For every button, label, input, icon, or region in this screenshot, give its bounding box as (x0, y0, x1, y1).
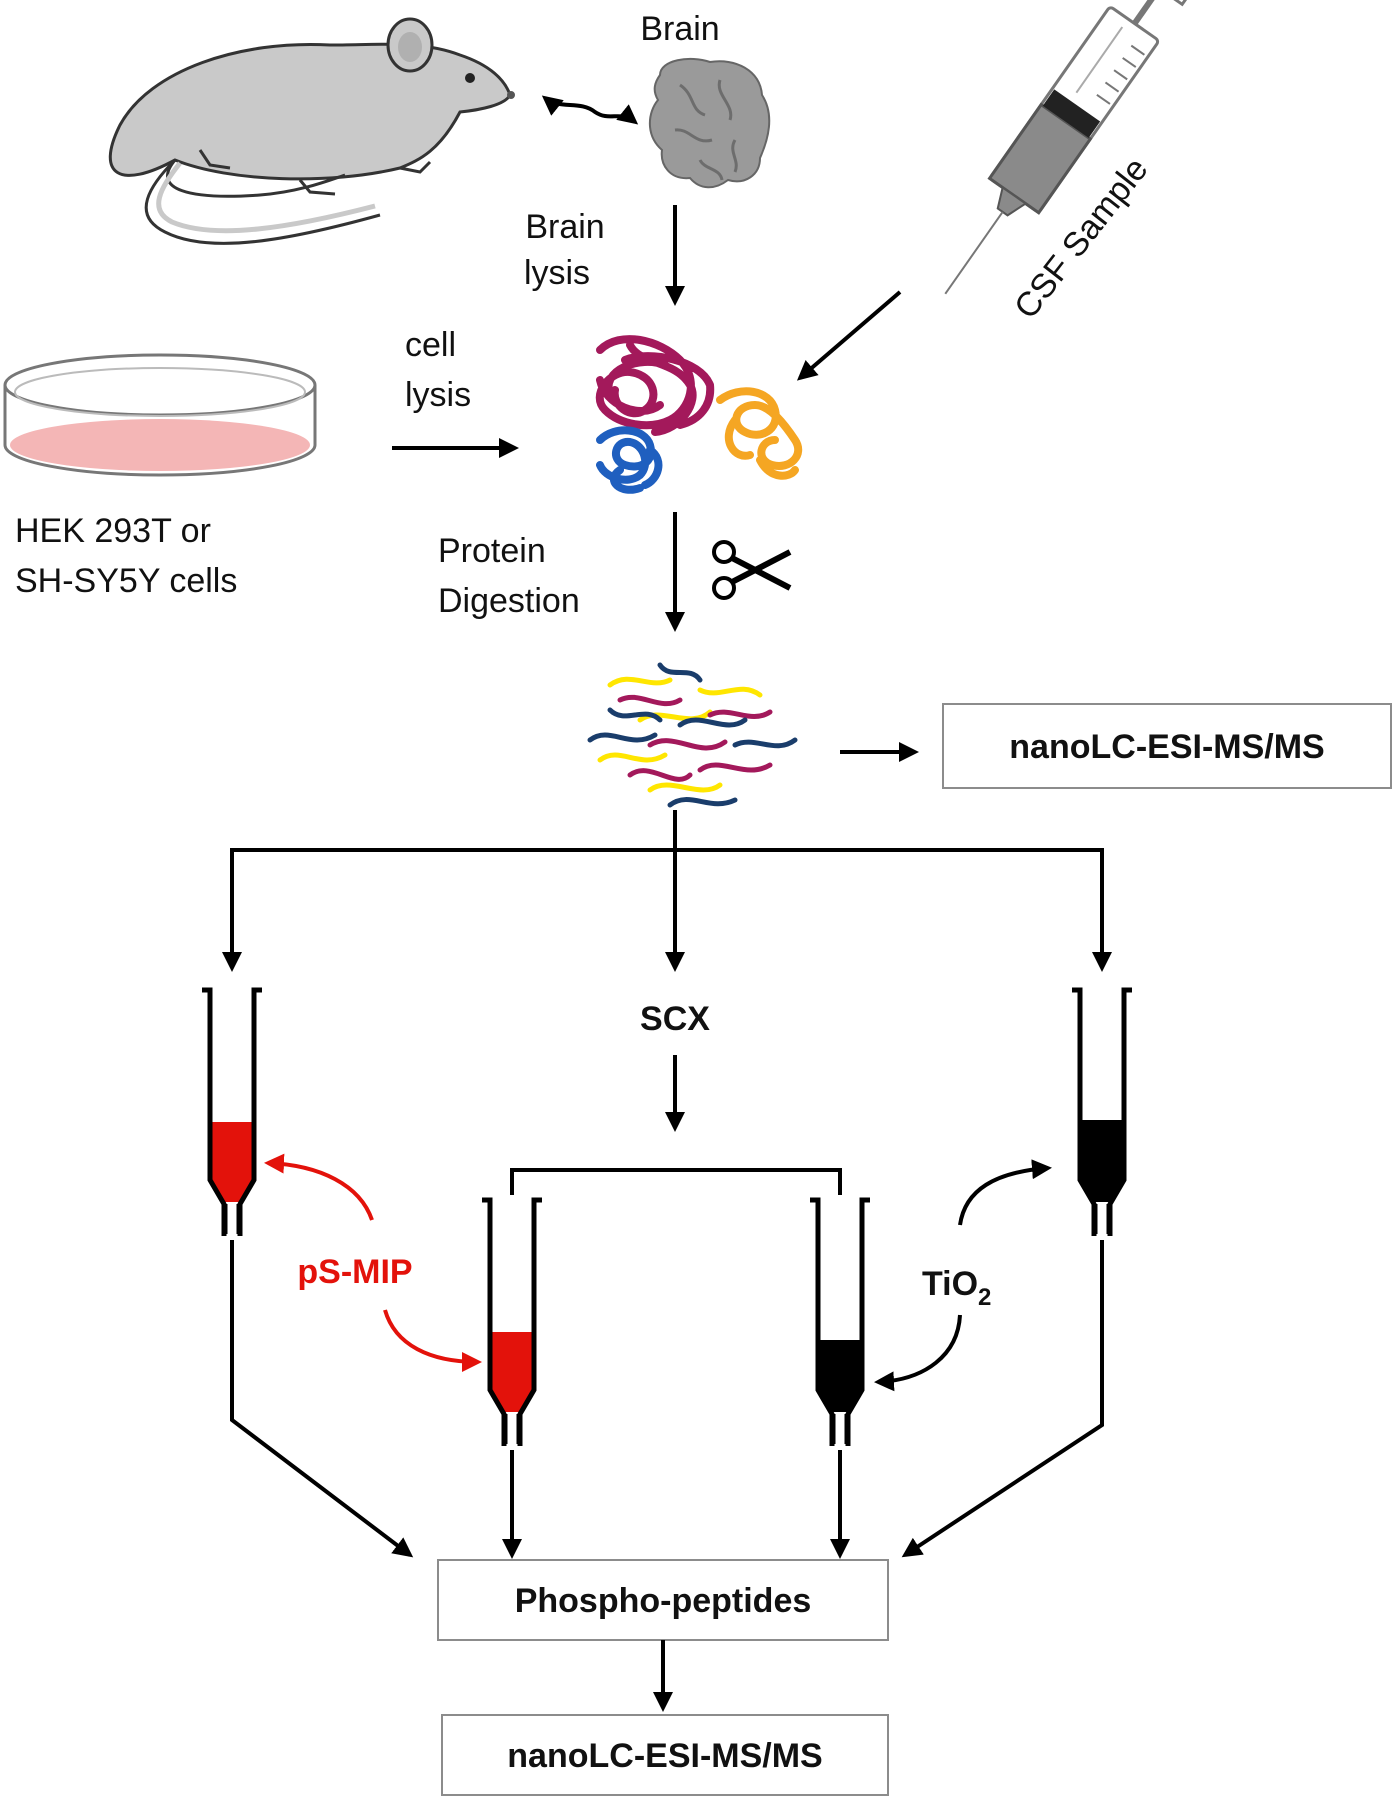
scissors-icon (712, 540, 792, 600)
syringe-icon (944, 0, 1192, 295)
spin-column-icon (202, 990, 262, 1236)
mouse-brain-arrow (541, 95, 639, 125)
protein-digestion-label-line2: Digestion (438, 582, 580, 620)
nanolc-bottom-label: nanoLC-ESI-MS/MS (507, 1737, 822, 1775)
split-connector (222, 810, 1112, 972)
ps-mip-label: pS-MIP (297, 1253, 412, 1291)
brain-lysis-label-line1: Brain (525, 208, 604, 246)
column-to-phosphopeptides-arrows (230, 1240, 1104, 1559)
ps-mip-arrow-down (383, 1309, 482, 1372)
brain-lysis-label-line2: lysis (524, 254, 590, 292)
cells-label-line1: HEK 293T or (15, 512, 211, 550)
cells-label-line2: SH-SY5Y cells (15, 562, 237, 600)
spin-column-icon (1072, 990, 1132, 1236)
cell-lysis-label-line2: lysis (405, 376, 471, 414)
tio2-arrow-up (958, 1159, 1052, 1226)
tio2-label: TiO2 (922, 1265, 991, 1311)
mouse-icon (108, 17, 515, 245)
spin-column-icon (482, 1200, 542, 1446)
brain-icon (648, 57, 771, 189)
petri-dish-icon (3, 353, 317, 477)
protein-tangle-icon (595, 335, 803, 494)
csf-arrow (796, 290, 902, 381)
peptide-tangle-icon (587, 662, 798, 808)
scx-label: SCX (640, 1000, 710, 1038)
nanolc-top-box (942, 703, 1392, 789)
nanolc-top-label: nanoLC-ESI-MS/MS (1009, 728, 1324, 766)
phosphopeptides-box (437, 1559, 889, 1641)
protein-digestion-label-line1: Protein (438, 532, 546, 570)
phosphopeptides-label: Phospho-peptides (515, 1582, 812, 1620)
spin-column-icon (810, 1200, 870, 1446)
cell-lysis-label-line1: cell (405, 326, 456, 364)
tio2-arrow-down (874, 1314, 962, 1392)
nanolc-bottom-box (441, 1714, 889, 1796)
brain-label: Brain (640, 10, 719, 48)
scx-bracket (510, 1168, 842, 1195)
ps-mip-arrow-up (264, 1153, 374, 1221)
